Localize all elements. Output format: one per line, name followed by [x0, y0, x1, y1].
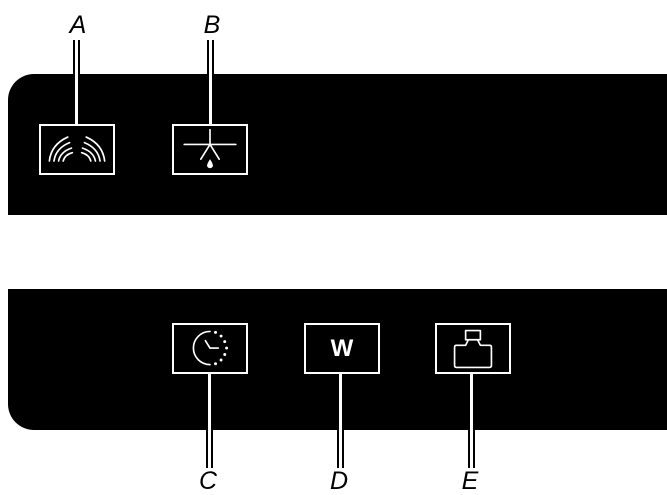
spray-arms-icon — [41, 126, 113, 173]
w-button[interactable]: W — [304, 323, 380, 374]
delay-timer-button[interactable] — [172, 323, 248, 374]
callout-label-c: C — [193, 469, 223, 494]
callout-line-c — [206, 372, 213, 468]
callout-line-b — [207, 40, 214, 125]
callout-label-d: D — [324, 469, 354, 494]
delay-timer-icon — [174, 325, 246, 372]
callout-line-e — [468, 372, 475, 468]
weight-icon — [437, 325, 509, 372]
callout-label-e: E — [455, 469, 485, 494]
w-letter-icon: W — [306, 325, 378, 372]
spray-arms-button[interactable] — [39, 124, 115, 175]
callout-line-d — [337, 372, 344, 468]
callout-label-b: B — [197, 13, 227, 38]
weight-button[interactable] — [435, 323, 511, 374]
callout-line-a — [73, 40, 80, 125]
callout-label-a: A — [63, 13, 93, 38]
rinse-aid-button[interactable] — [172, 124, 248, 175]
rinse-aid-icon — [174, 126, 246, 173]
